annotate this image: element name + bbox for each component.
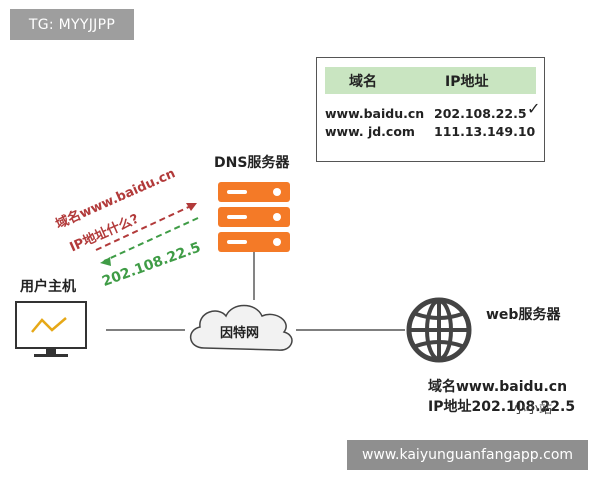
col-ip-header: IP地址 — [445, 74, 489, 90]
internet-label: 因特网 — [220, 326, 260, 341]
web-info-ip: IP地址202.108.22.5 — [428, 399, 576, 415]
server-unit — [218, 232, 290, 252]
site-url-badge: www.kaiyunguanfangapp.com — [347, 440, 588, 470]
tg-badge: TG: MYYJJPP — [10, 9, 134, 40]
watermark: 小小站 — [513, 402, 553, 417]
reply-arrow — [103, 217, 199, 262]
globe-icon — [406, 297, 472, 363]
user-host-label: 用户主机 — [20, 279, 76, 295]
query-arrowhead — [186, 203, 197, 211]
dns-lookup-table: 域名 IP地址 www.baidu.cn 202.108.22.5 ✓ www.… — [316, 57, 545, 162]
query-arrow — [95, 204, 194, 251]
server-unit — [218, 207, 290, 227]
row-domain: www. jd.com — [325, 124, 415, 139]
check-icon: ✓ — [527, 99, 541, 118]
col-domain-header: 域名 — [349, 74, 377, 90]
reply-arrowhead — [100, 257, 111, 266]
table-header: 域名 IP地址 — [325, 67, 536, 94]
dns-server-label: DNS服务器 — [214, 155, 290, 171]
web-server-label: web服务器 — [486, 307, 561, 323]
server-unit — [218, 182, 290, 202]
row-ip: 202.108.22.5 — [434, 106, 527, 121]
monitor-icon — [15, 301, 87, 357]
cloud-icon — [190, 304, 293, 351]
row-domain: www.baidu.cn — [325, 106, 425, 121]
row-ip: 111.13.149.10 — [434, 124, 536, 139]
web-info-domain: 域名www.baidu.cn — [428, 379, 568, 395]
